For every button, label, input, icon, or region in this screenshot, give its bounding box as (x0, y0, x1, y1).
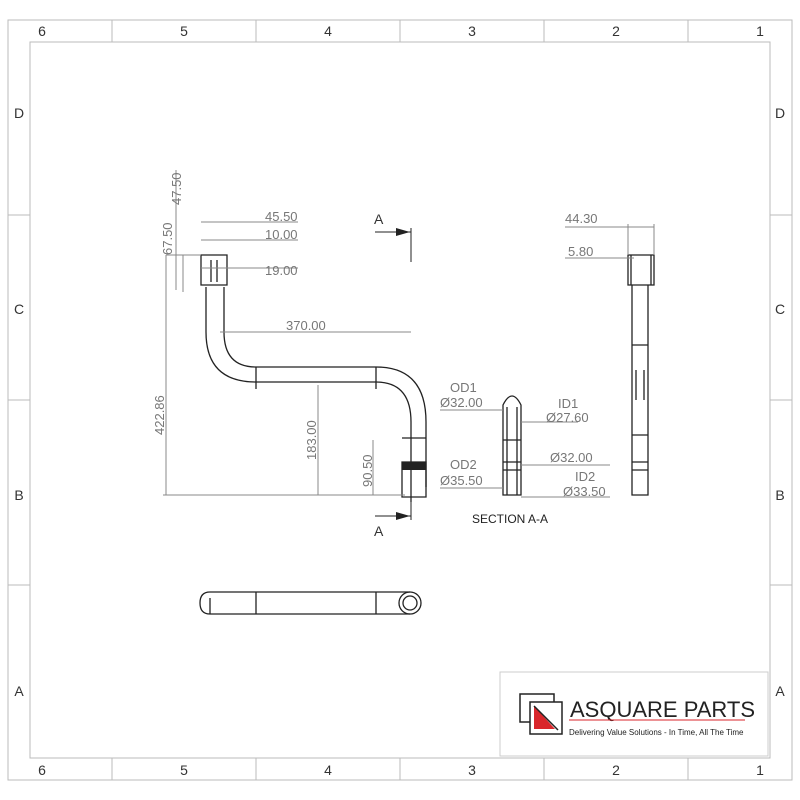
col-label: 5 (180, 762, 188, 778)
front-view: 45.50 10.00 19.00 370.00 47.50 67.50 422… (152, 170, 427, 502)
row-label: A (14, 683, 24, 699)
col-label: 4 (324, 23, 332, 39)
slot (210, 260, 218, 282)
od2-label: OD2 (450, 457, 477, 472)
title-block: ASQUARE PARTS Delivering Value Solutions… (499, 671, 769, 757)
collar (402, 462, 426, 470)
row-label: B (775, 487, 784, 503)
col-label: 6 (38, 762, 46, 778)
col-label: 3 (468, 762, 476, 778)
col-label: 3 (468, 23, 476, 39)
section-marker: A A (374, 211, 412, 539)
row-label: C (775, 301, 785, 317)
col-label: 6 (38, 23, 46, 39)
section-title: SECTION A-A (472, 512, 548, 526)
dim-422-86: 422.86 (152, 395, 167, 435)
head-block (200, 254, 228, 286)
od1-label: OD1 (450, 380, 477, 395)
side-view: 44.30 5.80 (565, 211, 655, 496)
outer-frame (7, 19, 793, 781)
dim-19-00: 19.00 (265, 263, 298, 278)
col-label: 2 (612, 23, 620, 39)
dim-5-80: 5.80 (568, 244, 593, 259)
section-view: OD1 Ø32.00 ID1 Ø27.60 OD2 Ø35.50 Ø32.00 … (440, 380, 610, 526)
dim-90-50: 90.50 (360, 454, 375, 487)
dim-47-50: 47.50 (169, 172, 184, 205)
id2-label: ID2 (575, 469, 595, 484)
row-label: B (14, 487, 23, 503)
row-label: A (775, 683, 785, 699)
id1-value: Ø27.60 (546, 410, 589, 425)
inner-frame (29, 41, 771, 759)
tube-segments (255, 367, 427, 498)
dim-10-00: 10.00 (265, 227, 298, 242)
company-tagline: Delivering Value Solutions - In Time, Al… (569, 728, 744, 737)
section-label-top: A (374, 211, 384, 227)
od1-value: Ø32.00 (440, 395, 483, 410)
company-name: ASQUARE PARTS (570, 697, 755, 722)
row-label: D (14, 105, 24, 121)
zone-labels: 6 5 4 3 2 1 6 5 4 3 2 1 D C B A D C B A (14, 23, 785, 778)
col-label: 1 (756, 762, 764, 778)
od2b-value: Ø32.00 (550, 450, 593, 465)
section-label-bottom: A (374, 523, 384, 539)
dim-183-00: 183.00 (304, 420, 319, 460)
zone-dividers (8, 20, 792, 780)
dim-370-00: 370.00 (286, 318, 326, 333)
id2-value: Ø33.50 (563, 484, 606, 499)
row-label: C (14, 301, 24, 317)
dim-67-50: 67.50 (160, 222, 175, 255)
col-label: 4 (324, 762, 332, 778)
row-label: D (775, 105, 785, 121)
id1-label: ID1 (558, 396, 578, 411)
col-label: 2 (612, 762, 620, 778)
top-view (199, 591, 422, 615)
asquare-logo-icon (519, 693, 563, 735)
dim-44-30: 44.30 (565, 211, 598, 226)
col-label: 1 (756, 23, 764, 39)
dim-45-50: 45.50 (265, 209, 298, 224)
col-label: 5 (180, 23, 188, 39)
od2-value: Ø35.50 (440, 473, 483, 488)
